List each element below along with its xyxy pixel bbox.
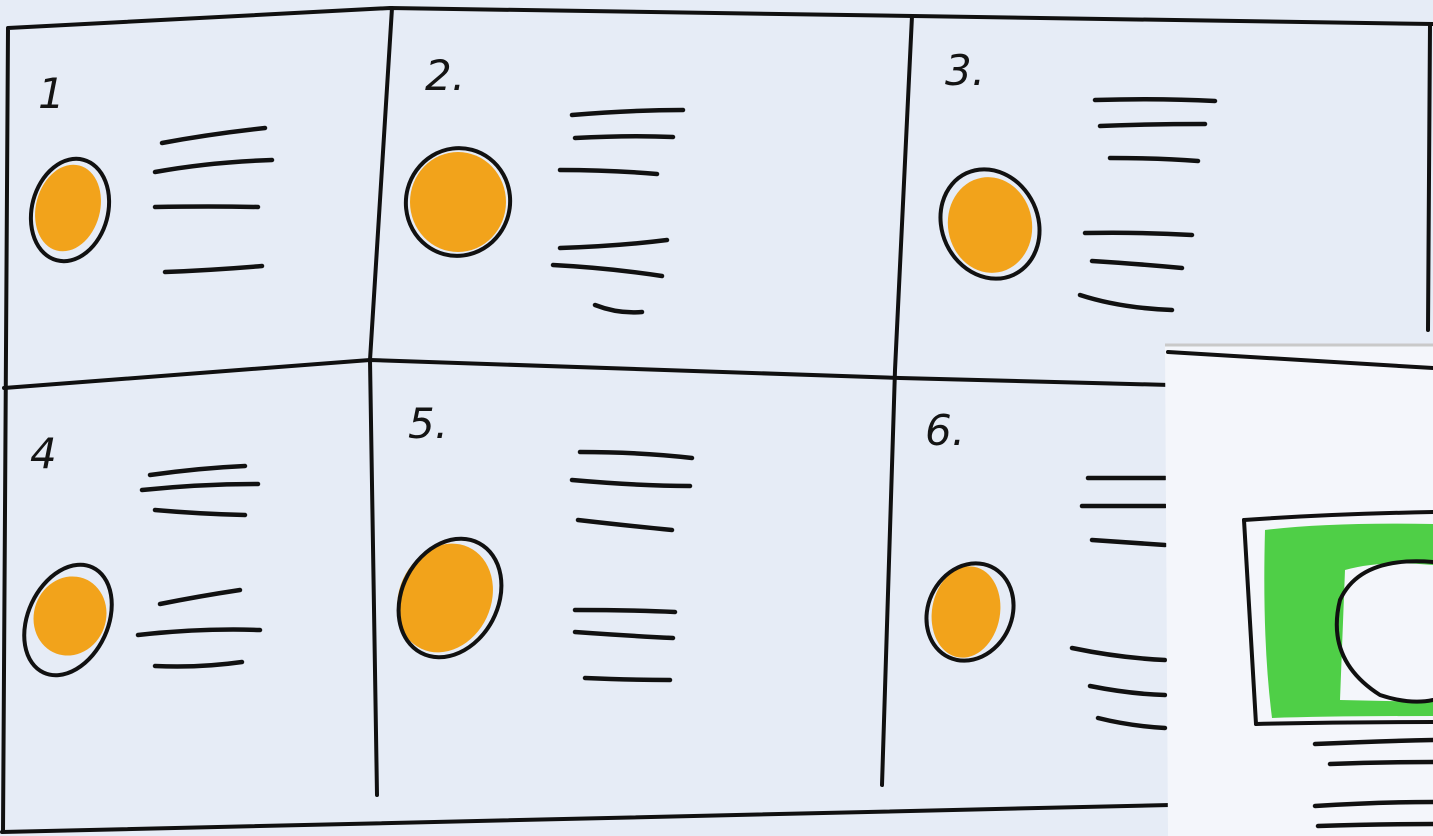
panel-number: 5. xyxy=(408,399,448,448)
panel-number: 3. xyxy=(945,46,985,95)
panel-number: 2. xyxy=(425,51,465,100)
panel-number: 1 xyxy=(38,69,65,118)
panel-number: 4 xyxy=(30,429,57,478)
grid-right-edge xyxy=(1428,24,1430,330)
overlay-sketch xyxy=(1165,345,1433,836)
panel-number: 6. xyxy=(925,406,965,455)
